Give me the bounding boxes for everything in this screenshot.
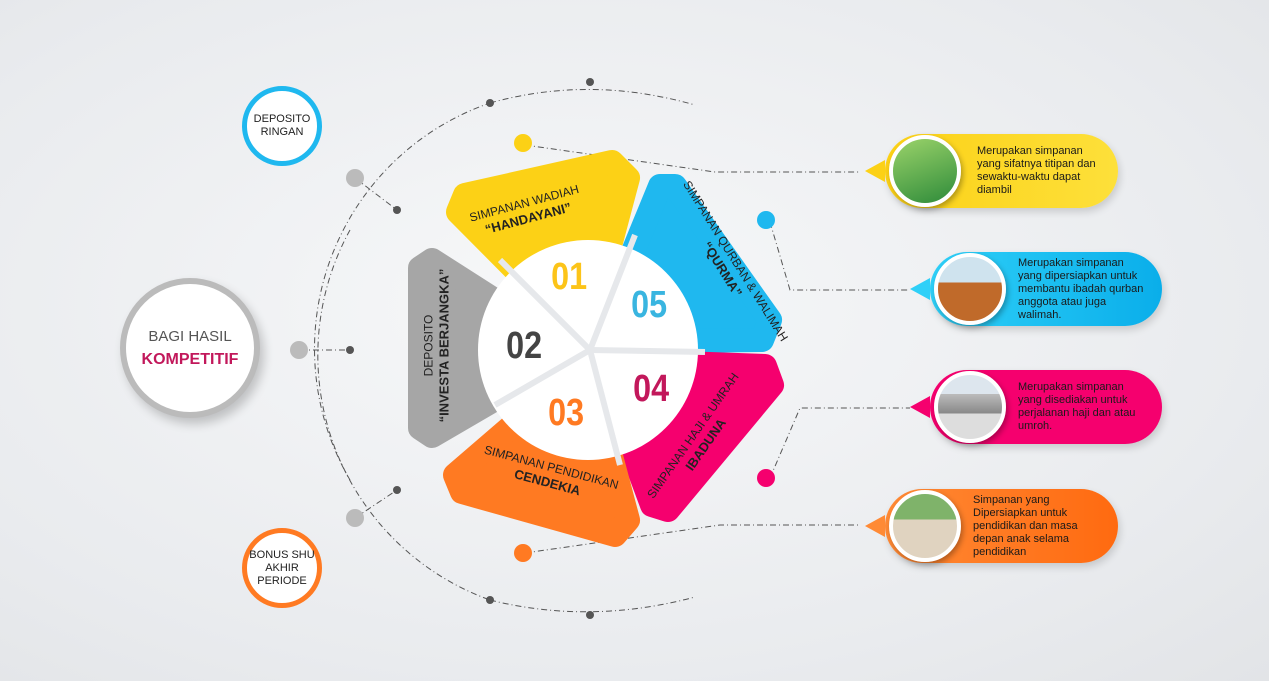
bubble-haji: Merupakan simpanan yang disediakan untuk… [910, 370, 1162, 444]
label: BONUS SHU [249, 548, 315, 561]
petal-03-number: 03 [548, 392, 585, 434]
bubble-pendidikan: Simpanan yang Dipersiapkan untuk pendidi… [865, 489, 1118, 563]
label: PERIODE [257, 574, 307, 587]
bubble-wadiah: Merupakan simpanan yang sifatnya titipan… [865, 134, 1118, 208]
label: KOMPETITIF [141, 350, 239, 368]
cow-image [934, 253, 1006, 325]
petal-05-number: 05 [631, 284, 668, 326]
students-image [889, 490, 961, 562]
label: RINGAN [260, 126, 304, 138]
petal-02-label: DEPOSITO“INVESTA BERJANGKA” [421, 268, 452, 423]
bubble-text: Merupakan simpanan yang sifatnya titipan… [977, 145, 1096, 196]
petal-04-number: 04 [633, 368, 670, 410]
bubble-qurban: Merupakan simpanan yang dipersiapkan unt… [910, 252, 1162, 326]
bubble-text: Simpanan yang Dipersiapkan untuk pendidi… [973, 493, 1078, 558]
label: BAGI HASIL [148, 327, 232, 345]
label: AKHIR [265, 561, 299, 574]
petal-01-number: 01 [551, 256, 588, 298]
bubble-text: Merupakan simpanan yang disediakan untuk… [1018, 381, 1136, 432]
kaaba-image [934, 371, 1006, 443]
deposito-ringan-badge: DEPOSITO RINGAN [242, 86, 322, 166]
bonus-shu-badge: BONUS SHU AKHIR PERIODE [242, 528, 322, 608]
bubble-text: Merupakan simpanan yang dipersiapkan unt… [1018, 256, 1144, 321]
label: DEPOSITO [253, 113, 311, 125]
savings-book-image [889, 135, 961, 207]
petal-02-number: 02 [506, 325, 543, 367]
flower-icons [290, 134, 775, 562]
bagi-hasil-badge: BAGI HASIL KOMPETITIF [120, 278, 260, 418]
